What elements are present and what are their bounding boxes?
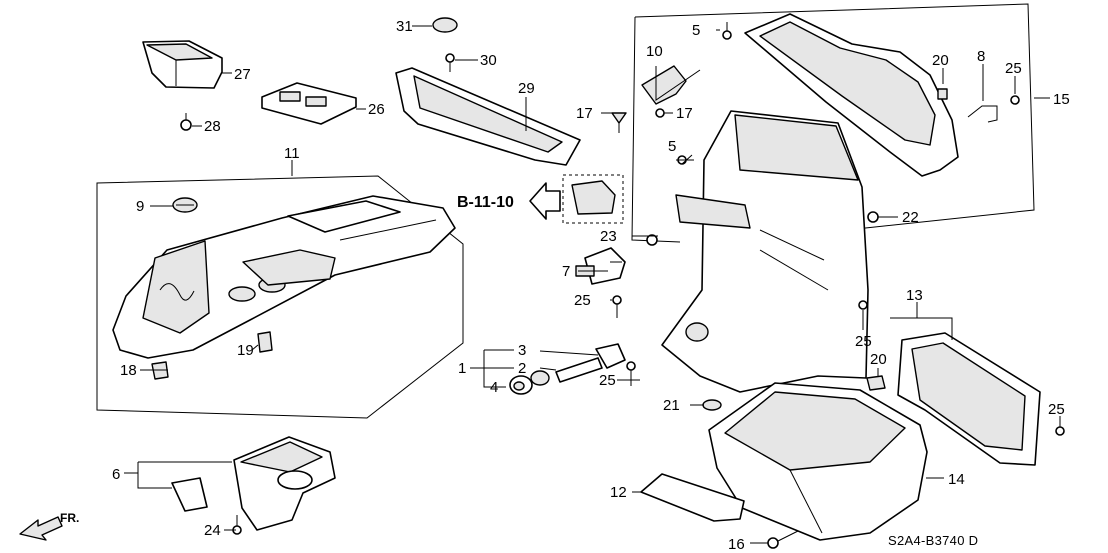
socket-assembly-part bbox=[509, 343, 626, 395]
screw-25e-part bbox=[1055, 426, 1065, 436]
reference-label: B-11-10 bbox=[457, 194, 514, 211]
callout-1: 1 bbox=[458, 360, 466, 377]
clip-21-part bbox=[702, 399, 722, 411]
callout-17-b: 17 bbox=[676, 105, 693, 122]
latch-10-part bbox=[641, 65, 687, 105]
callout-28: 28 bbox=[204, 118, 221, 135]
screw-23-part bbox=[646, 234, 658, 246]
callout-6: 6 bbox=[112, 466, 120, 483]
reference-arrow bbox=[529, 182, 561, 220]
callout-14: 14 bbox=[948, 471, 965, 488]
callout-4: 4 bbox=[490, 379, 498, 396]
screw-17b-part bbox=[655, 108, 665, 118]
callout-17-a: 17 bbox=[576, 105, 593, 122]
screw-5a-part bbox=[722, 22, 732, 40]
callout-8: 8 bbox=[977, 48, 985, 65]
callout-20-a: 20 bbox=[932, 52, 949, 69]
front-direction-arrow: FR. bbox=[19, 511, 79, 541]
clip-20a-part bbox=[937, 88, 948, 100]
callout-labels: 31 30 27 29 26 28 11 9 B-11-10 19 18 6 2… bbox=[112, 18, 1070, 553]
screw-25d-part bbox=[858, 300, 868, 310]
callout-9: 9 bbox=[136, 198, 144, 215]
pocket-part bbox=[142, 40, 223, 89]
clip-20b-part bbox=[866, 375, 886, 391]
callout-22: 22 bbox=[902, 209, 919, 226]
screw-16-part bbox=[767, 530, 799, 549]
callout-11: 11 bbox=[284, 145, 300, 162]
leader-lines bbox=[124, 25, 1061, 544]
callout-5-a: 5 bbox=[692, 22, 700, 39]
cup-holder-part bbox=[233, 436, 336, 531]
callout-10: 10 bbox=[646, 43, 663, 60]
cup-holder-lid-part bbox=[171, 477, 208, 512]
console-box-body-part bbox=[661, 110, 869, 393]
callout-15: 15 bbox=[1053, 91, 1070, 108]
diagram-code: S2A4-B3740 D bbox=[888, 533, 978, 548]
clip-9-part bbox=[172, 197, 198, 213]
callout-5-b: 5 bbox=[668, 138, 676, 155]
callout-13: 13 bbox=[906, 287, 923, 304]
callout-3: 3 bbox=[518, 342, 526, 359]
callout-25-e: 25 bbox=[1048, 401, 1065, 418]
tray-part bbox=[395, 67, 581, 166]
callout-7: 7 bbox=[562, 263, 570, 280]
screw-25c-part bbox=[626, 361, 636, 386]
screw-28-part bbox=[180, 113, 192, 131]
screw-24-part bbox=[232, 515, 242, 535]
callout-24: 24 bbox=[204, 522, 221, 539]
callout-27: 27 bbox=[234, 66, 251, 83]
center-console-group-frame bbox=[96, 175, 464, 419]
bracket-8-part bbox=[967, 105, 998, 123]
switch-panel-part bbox=[261, 82, 357, 125]
armrest-lid-part bbox=[744, 13, 959, 177]
callout-30: 30 bbox=[480, 52, 497, 69]
callout-25-a: 25 bbox=[1005, 60, 1022, 77]
clip-19-part bbox=[257, 331, 273, 353]
mat-part bbox=[640, 473, 745, 522]
callout-18: 18 bbox=[120, 362, 137, 379]
screw-25b-part bbox=[612, 295, 622, 318]
nut-22-part bbox=[867, 211, 879, 223]
callout-21: 21 bbox=[663, 397, 680, 414]
lower-console-part bbox=[708, 382, 928, 541]
armrest-group-frame bbox=[631, 3, 1035, 243]
callout-25-b: 25 bbox=[574, 292, 591, 309]
callout-16: 16 bbox=[728, 536, 745, 553]
callout-23: 23 bbox=[600, 228, 617, 245]
callout-20-b: 20 bbox=[870, 351, 887, 368]
center-console-part bbox=[112, 195, 456, 359]
callout-26: 26 bbox=[368, 101, 385, 118]
fitting-7-part bbox=[575, 247, 626, 285]
callout-31: 31 bbox=[396, 18, 413, 35]
callout-2: 2 bbox=[518, 360, 526, 377]
callout-29: 29 bbox=[518, 80, 535, 97]
reference-box bbox=[562, 174, 624, 224]
front-direction-label: FR. bbox=[60, 511, 79, 525]
callout-25-d: 25 bbox=[855, 333, 872, 350]
rear-panel-part bbox=[897, 332, 1041, 466]
screw-17a-part bbox=[611, 112, 627, 133]
callout-12: 12 bbox=[610, 484, 627, 501]
screw-25a-part bbox=[1010, 95, 1020, 105]
screw-30-part bbox=[445, 53, 455, 72]
callout-19: 19 bbox=[237, 342, 254, 359]
cap-31-part bbox=[432, 17, 458, 33]
callout-25-c: 25 bbox=[599, 372, 616, 389]
